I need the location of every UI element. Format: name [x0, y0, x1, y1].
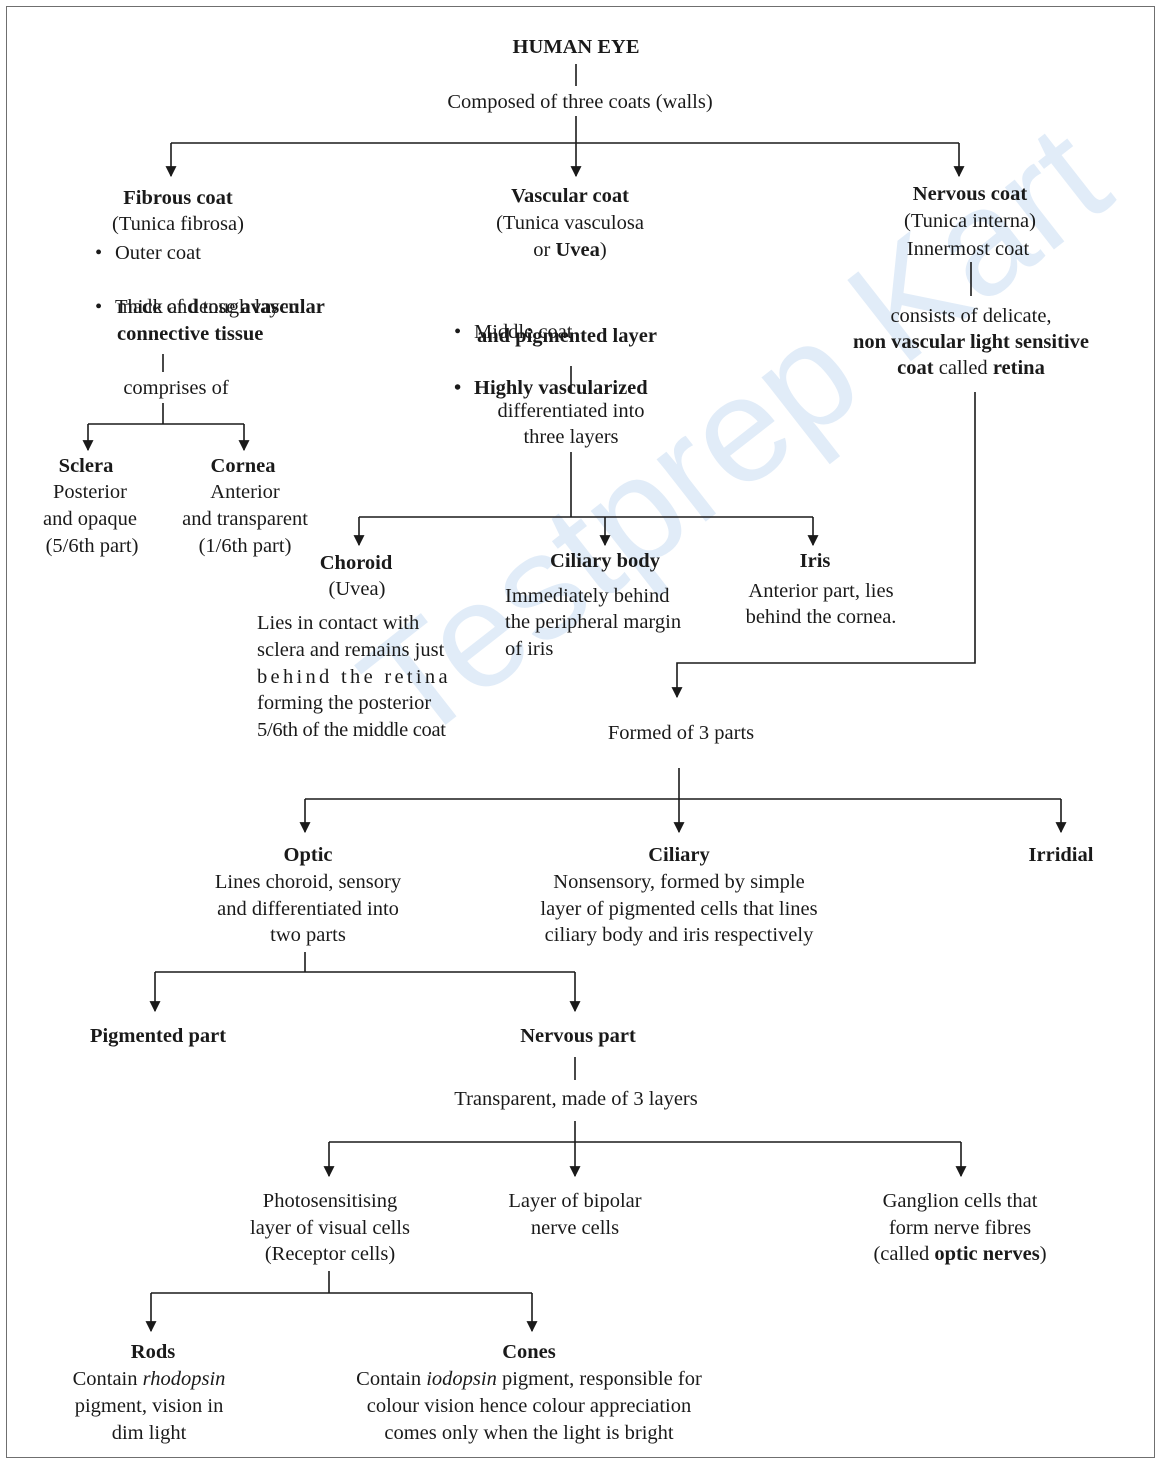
root-note: Composed of three coats (walls) [447, 91, 713, 113]
fibrous-latin: (Tunica fibrosa) [112, 213, 244, 235]
photosensitising-l1: Photosensitising [262, 1190, 398, 1212]
sclera-title: Sclera [58, 455, 114, 477]
rods-title: Rods [130, 1341, 176, 1363]
ganglion-l1: Ganglion cells that [882, 1190, 1038, 1212]
vascular-bullet-highly: Highly vascularized [452, 375, 1161, 402]
vascular-desc-line2: and pigmented layer [477, 325, 657, 347]
choroid-l3: behind the retina [257, 666, 451, 688]
irridial-title: Irridial [1028, 844, 1094, 866]
bipolar-l1: Layer of bipolar [508, 1190, 642, 1212]
cones-l2: colour vision hence colour appreciation [366, 1395, 692, 1417]
sclera-l2: and opaque [43, 508, 137, 530]
cornea-l3: (1/6th part) [198, 535, 292, 557]
vascular-latin1: (Tunica vasculosa [496, 212, 644, 234]
optic-l2: and differentiated into [217, 898, 399, 920]
ciliary-body-l2: the peripheral margin [505, 611, 682, 633]
cones-l3: comes only when the light is bright [384, 1422, 674, 1444]
optic-title: Optic [283, 844, 333, 866]
photosensitising-l3: (Receptor cells) [264, 1243, 396, 1265]
vascular-latin2: or Uvea) [533, 239, 607, 261]
nervous-title: Nervous coat [912, 183, 1028, 205]
iris-l1: Anterior part, lies [748, 580, 894, 602]
bipolar-l2: nerve cells [530, 1217, 620, 1239]
optic-l1: Lines choroid, sensory [214, 871, 402, 893]
nervous-desc2: non vascular light sensitive [853, 331, 1089, 353]
choroid-sub: (Uvea) [328, 578, 386, 600]
ciliary-part-l3: ciliary body and iris respectively [544, 924, 814, 946]
iris-l2: behind the cornea. [745, 606, 897, 628]
cornea-l1: Anterior [210, 481, 280, 503]
arrow-retina-parts [671, 392, 976, 699]
fibrous-bullet-outer: Outer coat [93, 240, 1161, 267]
sclera-l3: (5/6th part) [45, 535, 139, 557]
fibrous-desc-line2: made of dense avascular [117, 296, 325, 318]
choroid-l1: Lies in contact with [257, 612, 420, 634]
cones-title: Cones [502, 1341, 556, 1363]
ganglion-l2: form nerve fibres [888, 1217, 1032, 1239]
vascular-title: Vascular coat [511, 185, 629, 207]
ciliary-body-l3: of iris [505, 638, 554, 660]
optic-l3: two parts [270, 924, 346, 946]
vascular-link2: three layers [523, 426, 619, 448]
sclera-l1: Posterior [52, 481, 128, 503]
choroid-l2: sclera and remains just [257, 639, 445, 661]
rods-l3: dim light [111, 1422, 187, 1444]
fibrous-bullet-thick: Thick and tough layer [93, 294, 1161, 321]
ciliary-body-l1: Immediately behind [505, 585, 670, 607]
diagram-frame [6, 6, 1155, 1458]
choroid-title: Choroid [319, 552, 393, 574]
cornea-l2: and transparent [182, 508, 308, 530]
fibrous-title: Fibrous coat [123, 187, 233, 209]
nervous-part: Nervous part [520, 1025, 636, 1047]
diagram-title: HUMAN EYE [512, 36, 640, 58]
fibrous-link: comprises of [123, 377, 229, 399]
vascular-bullet-middle: Middle coat [452, 319, 1161, 346]
cones-l1: Contain iodopsin pigment, responsible fo… [356, 1368, 702, 1390]
vascular-link1: differentiated into [497, 400, 645, 422]
nervous-desc3: coat called retina [897, 357, 1045, 379]
nervous-part-desc: Transparent, made of 3 layers [454, 1088, 698, 1110]
choroid-l5: 5/6th of the middle coat [257, 719, 446, 741]
fibrous-desc-line3: connective tissue [117, 323, 264, 345]
ciliary-part-l2: layer of pigmented cells that lines [540, 898, 818, 920]
nervous-desc1: consists of delicate, [890, 305, 1052, 327]
photosensitising-l2: layer of visual cells [250, 1217, 410, 1239]
nervous-sub: Innermost coat [906, 238, 1030, 260]
rods-l1: Contain rhodopsin [72, 1368, 226, 1390]
ciliary-body-title: Ciliary body [550, 550, 660, 572]
ciliary-part-l1: Nonsensory, formed by simple [553, 871, 805, 893]
pigmented-part: Pigmented part [89, 1025, 227, 1047]
ganglion-l3: (called optic nerves) [873, 1243, 1047, 1265]
choroid-l4: forming the posterior [257, 692, 432, 714]
ciliary-part-title: Ciliary [648, 844, 710, 866]
nervous-latin: (Tunica interna) [904, 210, 1036, 232]
cornea-title: Cornea [210, 455, 276, 477]
retina-formed: Formed of 3 parts [607, 722, 755, 744]
rods-l2: pigment, vision in [74, 1395, 224, 1417]
iris-title: Iris [799, 550, 831, 572]
